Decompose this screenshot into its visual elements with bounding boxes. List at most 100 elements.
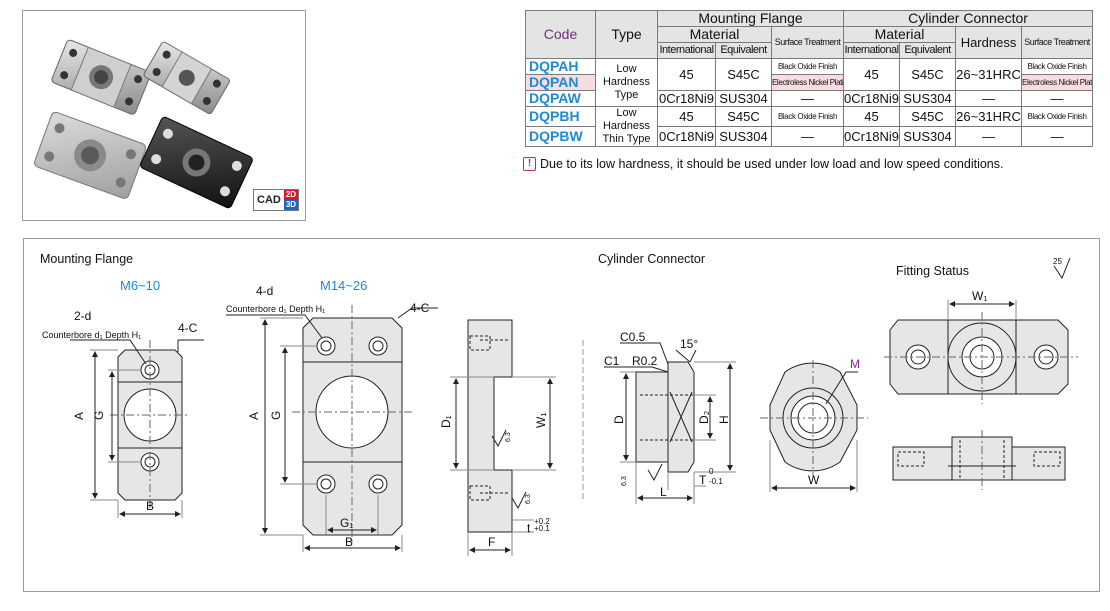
chamfer-c05: C0.5 (620, 330, 646, 344)
dim-W1-side: W₁ (534, 413, 548, 428)
large-flange-drawing (226, 305, 438, 552)
header-hardness: Hardness (955, 26, 1023, 59)
counterbore-large-label: Counterbore d₁ Depth H₁ (226, 304, 325, 314)
cyl-equiv-cell: SUS304 (899, 90, 957, 107)
dim-t-upper: +0.2 (534, 517, 550, 526)
hole-2d-label: 2-d (74, 309, 91, 323)
flange-side-view (450, 319, 556, 556)
dim-W: W (808, 473, 820, 487)
cad-label: CAD (257, 194, 281, 206)
table-row: DQPBW 0Cr18Ni9 SUS304 — 0Cr18Ni9 SUS304 … (525, 126, 1094, 147)
product-photo-illustration (34, 39, 253, 209)
cylinder-connector-title: Cylinder Connector (598, 252, 705, 266)
code-cell[interactable]: DQPBW (525, 126, 596, 147)
cylinder-connector-side (582, 340, 736, 504)
cylinder-connector-front (760, 360, 868, 492)
warning-icon: ! (523, 157, 536, 171)
dim-L: L (660, 485, 667, 499)
dim-t-lower: +0.1 (534, 524, 550, 533)
dim-B-large: B (345, 535, 353, 549)
dim-G-large: G (269, 411, 283, 420)
roughness-25: 25 (1053, 257, 1062, 266)
code-cell[interactable]: DQPAH (525, 58, 596, 75)
fitting-status-drawing (884, 300, 1078, 490)
flange-surface-cell: — (770, 126, 845, 147)
cyl-intl-cell: 0Cr18Ni9 (843, 90, 901, 107)
dim-T-upper: 0 (709, 467, 714, 476)
dim-T-lower: -0.1 (709, 477, 723, 486)
dim-H: H (717, 415, 731, 424)
flange-equiv-cell: S45C (715, 106, 772, 127)
type-cell: Low Hardness Thin Type (595, 106, 658, 147)
code-cell[interactable]: DQPAW (525, 90, 596, 107)
cyl-intl-cell: 45 (843, 106, 901, 127)
roughness-symbol (1053, 257, 1071, 280)
table-row: DQPAW 0Cr18Ni9 SUS304 — 0Cr18Ni9 SUS304 … (525, 90, 1094, 107)
dim-F: F (488, 535, 495, 549)
flange-surface-cell: Electroless Nickel Plating (770, 74, 845, 91)
hole-4d-label: 4-d (256, 284, 273, 298)
table-row: DQPAH Low Hardness Type 45 S45C Black Ox… (525, 58, 1094, 107)
spec-table: Code Type Mounting Flange Cylinder Conne… (525, 10, 1094, 147)
usage-note-text: Due to its low hardness, it should be us… (540, 157, 1004, 171)
header-flange-material: Material (657, 26, 772, 43)
cad-3d-label: 3D (283, 200, 299, 210)
flange-surface-cell: — (770, 90, 845, 107)
header-type: Type (595, 10, 658, 59)
size-large-label: M14~26 (320, 278, 367, 293)
dim-D1: D₁ (439, 415, 453, 428)
roughness-63-connector: 6.3 (621, 476, 628, 486)
fitting-status-title: Fitting Status (896, 264, 969, 278)
header-flange-equivalent: Equivalent (715, 42, 772, 59)
dim-W1-fitting: W₁ (972, 289, 987, 303)
flange-intl-cell: 0Cr18Ni9 (657, 126, 716, 147)
mounting-flange-title: Mounting Flange (40, 252, 133, 266)
counterbore-small-label: Counterbore d₁ Depth H₁ (42, 330, 141, 340)
header-code: Code (525, 10, 596, 59)
dim-B-small: B (146, 499, 154, 513)
flange-intl-cell: 0Cr18Ni9 (657, 90, 716, 107)
flange-equiv-cell: S45C (715, 58, 772, 91)
chamfer-large-label: 4-C (410, 301, 430, 315)
size-small-label: M6~10 (120, 278, 160, 293)
table-row: DQPAN Electroless Nickel Plating Electro… (525, 74, 1094, 91)
dim-A-large: A (247, 412, 261, 420)
dim-D2: D₂ (697, 410, 711, 424)
dim-D: D (612, 415, 626, 424)
dim-G1: G₁ (340, 516, 353, 530)
cyl-intl-cell: 0Cr18Ni9 (843, 126, 901, 147)
header-cyl-material: Material (843, 26, 957, 43)
flange-equiv-cell: SUS304 (715, 90, 772, 107)
flange-intl-cell: 45 (657, 106, 716, 127)
code-cell[interactable]: DQPAN (525, 74, 596, 91)
header-cyl-international: International (843, 42, 901, 59)
chamfer-c1: C1 (604, 354, 620, 368)
roughness-63-flange-2: 6.3 (525, 494, 532, 504)
dim-A-small: A (72, 412, 86, 420)
dim-G-small: G (92, 411, 106, 420)
header-flange-surface: Surface Treatment (770, 26, 845, 59)
roughness-63-flange: 6.3 (505, 432, 512, 442)
angle-15: 15° (680, 337, 698, 351)
chamfer-small-label: 4-C (178, 321, 198, 335)
cad-badge[interactable]: CAD 2D 3D (253, 189, 300, 211)
thread-M-label: M (850, 357, 860, 371)
small-flange-drawing (70, 339, 204, 518)
header-cylinder-connector: Cylinder Connector (843, 10, 1094, 27)
cad-2d-label: 2D (283, 190, 299, 200)
header-cyl-surface: Surface Treatment (1021, 26, 1094, 59)
cyl-equiv-cell: SUS304 (899, 126, 957, 147)
cyl-surface-cell: Electroless Nickel Plating (1021, 74, 1094, 91)
radius-r02: R0.2 (632, 354, 658, 368)
usage-note: ! Due to its low hardness, it should be … (523, 157, 1003, 171)
technical-drawings-panel (23, 238, 1100, 592)
code-cell[interactable]: DQPBH (525, 106, 596, 127)
product-photo (22, 10, 306, 221)
dim-t: t (527, 521, 531, 535)
dim-T: T (699, 473, 707, 487)
header-flange-international: International (657, 42, 716, 59)
cad-dimensions: 2D 3D (283, 190, 299, 210)
hardness-cell: 26~31HRC (955, 58, 1023, 91)
table-row: DQPBH Low Hardness Thin Type 45 S45C Bla… (525, 106, 1094, 147)
